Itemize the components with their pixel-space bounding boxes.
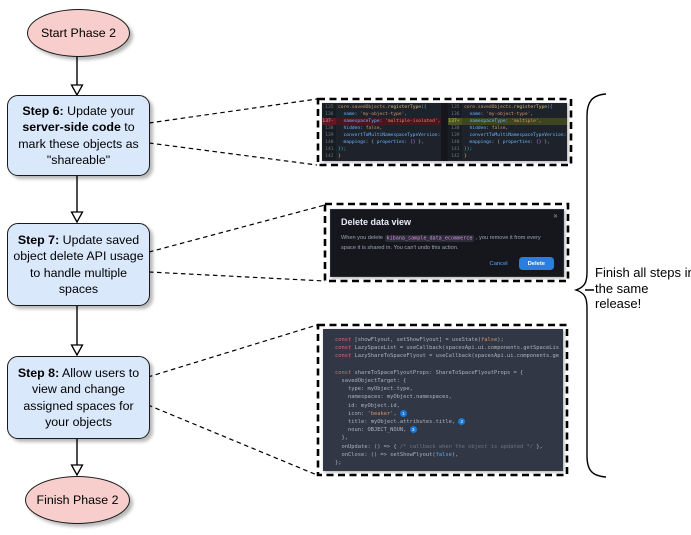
step-8-text: Step 8: Allow users to view and change a… <box>17 365 140 429</box>
callout-line-step8-bottom <box>147 404 318 476</box>
arrowhead-icon <box>70 84 84 97</box>
modal-footer: Cancel Delete <box>490 257 554 270</box>
step-8-box: Step 8: Allow users to view and change a… <box>7 356 150 439</box>
start-label: Start Phase 2 <box>40 26 117 40</box>
arrowhead-icon <box>70 464 84 477</box>
finish-label: Finish Phase 2 <box>36 493 119 507</box>
code-snippet-screenshot: const [showFlyout, setShowFlyout] = useS… <box>323 329 563 471</box>
modal-screenshot-frame <box>323 202 570 283</box>
callout-line-step6-bottom <box>148 142 318 166</box>
callout-line-step7-bottom <box>148 271 326 282</box>
callout-line-step7-top <box>148 204 326 253</box>
cancel-button: Cancel <box>489 260 508 267</box>
data-view-name-chip: kibana_sample_data_ecommerce <box>384 234 475 242</box>
code-screenshot-frame <box>316 323 569 477</box>
diff-screenshot-frame <box>316 97 573 167</box>
release-note: Finish all steps in the same release! <box>595 265 691 311</box>
arrowhead-icon <box>70 344 84 357</box>
delete-button: Delete <box>518 257 554 270</box>
finish-terminator: Finish Phase 2 <box>25 476 130 524</box>
step-6-text: Step 6: Update your server-side code to … <box>18 103 139 167</box>
modal-body: When you delete kibana_sample_data_ecomm… <box>341 234 557 253</box>
modal-body-text: , you remove it from every space it is s… <box>341 235 541 251</box>
start-terminator: Start Phase 2 <box>27 9 130 57</box>
callout-line-step8-top <box>147 324 318 378</box>
step-6-box: Step 6: Update your server-side code to … <box>7 95 150 176</box>
step-7-text: Step 7: Update saved object delete API u… <box>13 232 144 296</box>
delete-modal-screenshot: Delete data view ✕ When you delete kiban… <box>330 209 564 277</box>
modal-body-text: When you delete <box>341 235 385 241</box>
callout-line-step6-top <box>148 98 318 124</box>
arrowhead-icon <box>70 211 84 224</box>
grouping-brace <box>573 93 607 478</box>
step-7-box: Step 7: Update saved object delete API u… <box>7 223 150 306</box>
close-icon: ✕ <box>552 214 558 220</box>
modal-title: Delete data view <box>341 217 412 227</box>
